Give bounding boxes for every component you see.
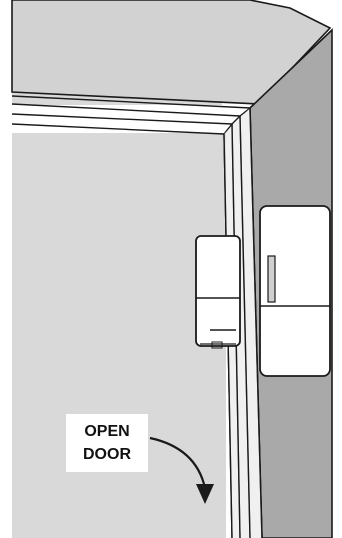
open-door-label: OPEN DOOR	[66, 414, 148, 472]
door-open-area	[12, 133, 226, 538]
curved-arrow-down-icon	[149, 436, 214, 504]
label-line-door: DOOR	[83, 446, 131, 463]
door-magnet	[195, 235, 241, 349]
frame-sensor	[259, 205, 331, 377]
label-line-open: OPEN	[84, 423, 129, 440]
upper-wall	[11, 0, 332, 105]
